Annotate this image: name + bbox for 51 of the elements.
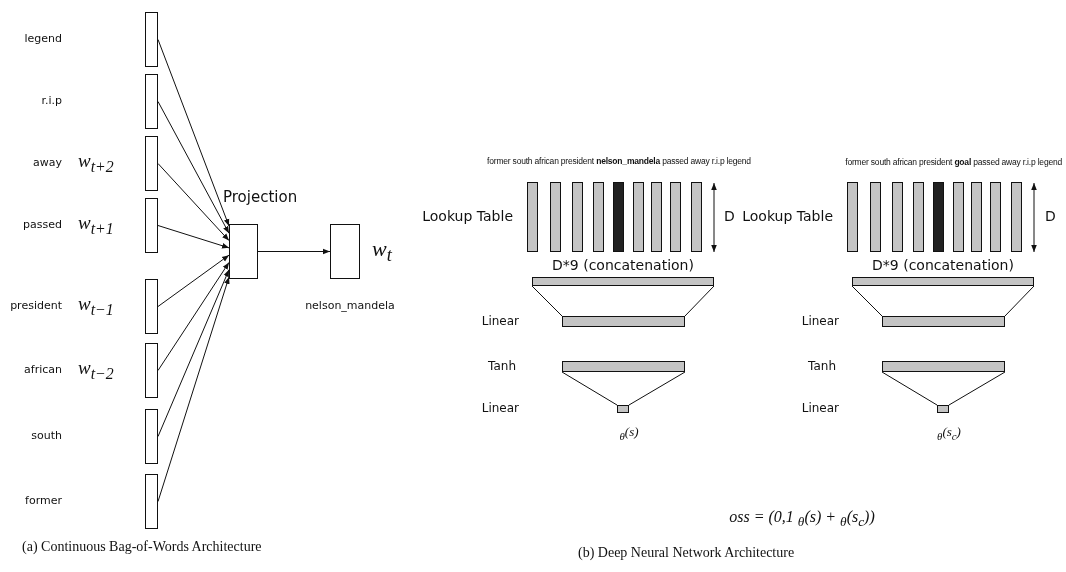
connector-line (684, 285, 715, 317)
score-symbol: $_{θ}$(s$_{c}$) (937, 425, 961, 443)
word-label: legend (24, 32, 62, 46)
math-symbol: w$_{t+2}$ (78, 150, 114, 176)
arrow (157, 101, 230, 234)
context-sentence: former south african president goal passed away r.i.p legend (845, 158, 1062, 168)
connector-line (628, 371, 686, 406)
word-label: african (24, 363, 62, 377)
dimension-label: D (724, 209, 735, 225)
word-label: president (10, 299, 62, 313)
word-label: passed (23, 218, 62, 232)
connector-line (561, 371, 618, 406)
connector-line (851, 285, 883, 317)
score-symbol: $_{θ}$(s) (619, 425, 639, 443)
layer-label: Tanh (808, 360, 836, 374)
word-label: away (33, 156, 62, 170)
output-word-label: nelson_mandela (305, 299, 395, 313)
arrow (157, 269, 230, 437)
layer-label: Linear (481, 315, 519, 329)
connector-line (881, 371, 938, 406)
arrow (157, 225, 230, 249)
lookup-table-label: Lookup Table (422, 209, 513, 225)
dimension-label: D (1045, 209, 1056, 225)
context-sentence: former south african president nelson_mandela passed away r.i.p legend (487, 157, 751, 167)
math-symbol: w$_{t}$ (372, 236, 392, 266)
math-symbol: w$_{t−1}$ (78, 293, 114, 319)
math-symbol: w$_{t+1}$ (78, 212, 114, 238)
layer-label: Linear (801, 315, 839, 329)
word-label: former (25, 494, 62, 508)
layer-label: D*9 (concatenation) (872, 258, 1014, 274)
arrow (157, 39, 230, 227)
math-symbol: w$_{t−2}$ (78, 357, 114, 383)
connector-line (948, 371, 1006, 406)
figure-caption: (a) Continuous Bag-of-Words Architecture (22, 539, 262, 555)
arrow (157, 254, 230, 307)
connector-line (1004, 285, 1035, 317)
arrow (157, 261, 230, 371)
arrow (257, 248, 331, 255)
layer-label: Projection (223, 188, 298, 206)
layer-label: D*9 (concatenation) (552, 258, 694, 274)
figure-caption: (b) Deep Neural Network Architecture (578, 545, 795, 561)
loss-formula: oss = (0,1 $_{θ}$(s) + $_{θ}$(s$_{c}$)) (729, 508, 875, 530)
word-label: r.i.p (41, 94, 62, 108)
layer-label: Linear (481, 402, 519, 416)
word-label: south (31, 429, 62, 443)
arrow (157, 163, 230, 242)
layer-label: Tanh (488, 360, 516, 374)
layer-label: Linear (801, 402, 839, 416)
lookup-table-label: Lookup Table (742, 209, 833, 225)
connector-line (531, 285, 563, 317)
arrow (157, 276, 230, 502)
